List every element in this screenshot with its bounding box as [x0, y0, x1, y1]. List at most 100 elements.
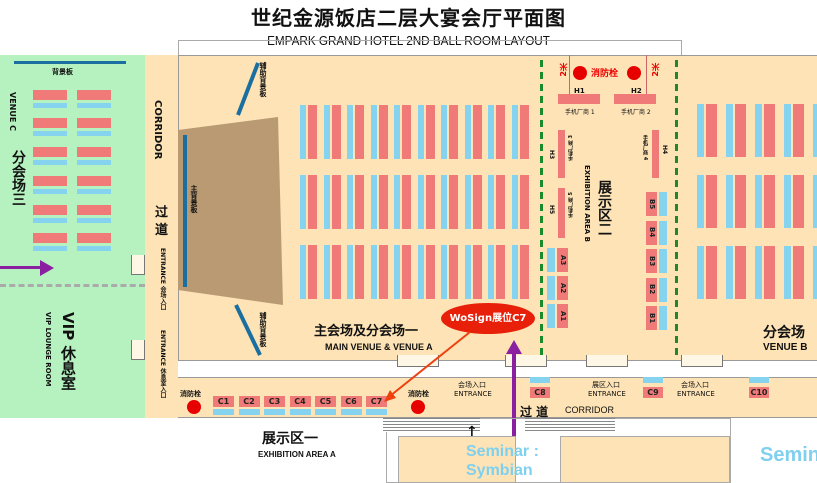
vip-entrance-door[interactable]	[131, 340, 145, 360]
seat-row	[323, 105, 330, 159]
booth-c7[interactable]: C7	[366, 396, 387, 407]
table	[706, 104, 717, 157]
table	[472, 105, 482, 159]
seat-row	[784, 246, 791, 299]
booth-a2[interactable]: A2	[557, 276, 568, 300]
seminar-left: Seminar : Symbian	[466, 442, 539, 480]
seat-row	[323, 245, 330, 299]
booth-a3[interactable]: A3	[557, 248, 568, 272]
booth-h3[interactable]	[558, 130, 565, 178]
seminar-title: Seminar :	[466, 443, 539, 460]
seminar-topic: Symbian	[466, 462, 533, 479]
seat-row	[347, 105, 353, 159]
exhibition-b-en: EXHIBITION AREA B	[583, 165, 591, 242]
booth-h5-label: 手机厂商 5	[568, 192, 574, 218]
corridor-en: CORRIDOR	[565, 405, 614, 415]
line	[646, 55, 647, 95]
booth-c5[interactable]: C5	[315, 396, 336, 407]
seat-row	[464, 245, 471, 299]
entrance-en: ENTRANCE	[588, 390, 626, 398]
divider	[0, 284, 145, 287]
booth-c9[interactable]: C9	[643, 387, 663, 398]
venue-b-door[interactable]	[681, 355, 723, 367]
booth-c8[interactable]: C8	[530, 387, 550, 398]
table	[764, 104, 775, 157]
booth-a1[interactable]: A1	[557, 304, 568, 328]
booth-h4[interactable]	[652, 130, 659, 178]
booth-h5[interactable]	[558, 188, 565, 238]
booth-c10[interactable]: C10	[749, 387, 769, 398]
booth-b4[interactable]: B4	[646, 220, 657, 245]
vip-cn: VIP 休息室	[59, 312, 77, 391]
fire-hydrant-icon	[187, 400, 201, 414]
hydrant-label: 消防栓	[591, 69, 619, 79]
seat-row	[511, 105, 518, 159]
booth-b1[interactable]: B1	[646, 306, 657, 330]
seat-row	[77, 131, 111, 136]
entrance-door[interactable]	[131, 255, 145, 275]
booth-b3[interactable]: B3	[646, 249, 657, 273]
booth-c1[interactable]: C1	[213, 396, 234, 407]
seat-row	[33, 189, 67, 194]
corridor-cn: 过 道	[520, 405, 549, 419]
seat-row	[697, 246, 704, 299]
venue-b-cn: 分会场	[763, 325, 805, 341]
fire-hydrant-icon	[573, 66, 587, 80]
table	[472, 245, 482, 299]
booth-c4[interactable]: C4	[289, 396, 311, 407]
booth-c2[interactable]: C2	[238, 396, 260, 407]
table	[33, 176, 67, 186]
booth-seat	[547, 248, 555, 272]
booth-c3[interactable]: C3	[264, 396, 285, 407]
booth-c6[interactable]: C6	[340, 396, 362, 407]
table	[735, 175, 746, 228]
booth-h2[interactable]	[614, 94, 656, 104]
table	[355, 175, 364, 229]
table	[33, 147, 67, 157]
table	[425, 175, 435, 229]
booth-h1[interactable]	[558, 94, 600, 104]
table	[764, 175, 775, 228]
seat-row	[755, 246, 762, 299]
hydrant-label: 消防栓	[408, 390, 429, 398]
seat-row	[33, 218, 67, 223]
booth-seat	[213, 409, 234, 415]
booth-seat	[315, 409, 336, 415]
seat-row	[697, 175, 704, 228]
booth-b5[interactable]: B5	[646, 192, 657, 216]
venue-door-2[interactable]	[586, 355, 628, 367]
venue-c-cn: 分会场三	[10, 150, 26, 206]
venue-c-en: VENUE C	[8, 92, 17, 131]
table	[402, 245, 411, 299]
booth-b2[interactable]: B2	[646, 277, 657, 302]
seat-row	[726, 175, 733, 228]
seat-row	[77, 160, 111, 165]
table	[793, 246, 804, 299]
seat-row	[813, 104, 817, 157]
line	[569, 55, 570, 95]
seat-row	[441, 245, 447, 299]
booth-seat	[530, 377, 550, 383]
table	[308, 105, 317, 159]
table	[402, 175, 411, 229]
table	[449, 175, 458, 229]
table	[496, 175, 505, 229]
table	[793, 175, 804, 228]
entrance-cn: 会场入口	[159, 286, 166, 311]
table	[77, 118, 111, 128]
table	[706, 246, 717, 299]
wosign-callout: WoSign展位C7	[441, 303, 535, 334]
distance-left: 2米	[559, 63, 568, 77]
seat-row	[755, 104, 762, 157]
exhibition-a-cn: 展示区一	[262, 431, 318, 447]
exhibition-a-en: EXHIBITION AREA A	[258, 450, 336, 459]
entrance-en: ENTRANCE	[454, 390, 492, 398]
table	[33, 233, 67, 243]
table	[77, 233, 111, 243]
booth-h3-label: 手机厂商 3	[568, 135, 574, 161]
booth-seat	[340, 409, 362, 415]
booth-h2-label: 手机厂商 2	[621, 109, 651, 116]
arrow-up-icon	[506, 340, 522, 354]
seat-row	[77, 103, 111, 108]
